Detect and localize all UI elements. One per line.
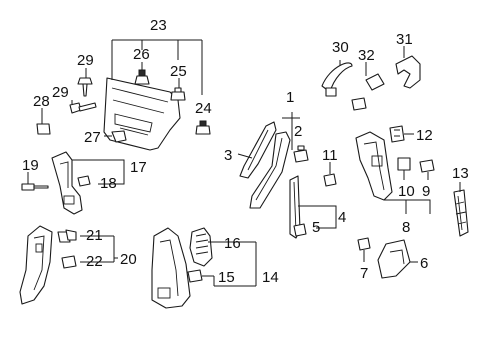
callout-1: 1 — [286, 89, 294, 106]
callout-24: 24 — [195, 100, 212, 117]
clip-29-upper — [77, 68, 93, 97]
callout-32: 32 — [358, 47, 375, 64]
clip-25 — [170, 78, 186, 101]
grip-cover-32 — [351, 62, 385, 111]
callout-10: 10 — [398, 183, 415, 200]
callout-7: 7 — [360, 265, 368, 282]
callout-29-upper: 29 — [77, 52, 94, 69]
screw-19 — [21, 172, 49, 191]
leader-23 — [111, 39, 203, 95]
pillar-trim-3 — [237, 121, 277, 179]
callout-14: 14 — [262, 269, 279, 286]
assist-grip-30 — [321, 60, 353, 97]
callout-22: 22 — [86, 253, 103, 270]
callout-29-lower: 29 — [52, 84, 69, 101]
clip-22 — [61, 255, 77, 269]
clip-2 — [293, 145, 309, 163]
clip-29-lower — [69, 100, 97, 114]
clip-18 — [77, 175, 91, 187]
callout-12: 12 — [416, 127, 433, 144]
callout-11: 11 — [322, 147, 338, 164]
callout-15: 15 — [218, 269, 235, 286]
clip-26 — [134, 62, 150, 85]
callout-6: 6 — [420, 255, 428, 272]
lower-trim-14 — [151, 227, 191, 309]
assist-grip-31 — [395, 46, 421, 89]
callout-21: 21 — [86, 227, 103, 244]
callout-3: 3 — [224, 147, 232, 164]
callout-5: 5 — [312, 219, 320, 236]
callout-8: 8 — [402, 219, 410, 236]
callout-27: 27 — [84, 129, 101, 146]
clip-24 — [195, 120, 211, 135]
callout-30: 30 — [332, 39, 349, 56]
clip-27 — [104, 130, 127, 143]
callout-23: 23 — [150, 17, 167, 34]
callout-9: 9 — [422, 183, 430, 200]
pillar-garnish-17 — [51, 151, 125, 215]
pillar-trim-8 — [355, 131, 431, 214]
clip-21 — [57, 229, 77, 243]
clip-15 — [187, 241, 257, 287]
clip-9 — [419, 159, 435, 180]
clip-5 — [293, 223, 307, 237]
lower-trim-20 — [19, 225, 118, 305]
callout-18: 18 — [100, 175, 117, 192]
clip-7 — [357, 237, 371, 262]
callout-26: 26 — [133, 46, 150, 63]
callout-16: 16 — [224, 235, 241, 252]
callout-13: 13 — [452, 165, 469, 182]
grille-16 — [189, 227, 222, 267]
clip-10 — [397, 157, 411, 180]
callout-2: 2 — [294, 123, 302, 140]
callout-25: 25 — [170, 63, 187, 80]
pillar-trim-1 — [249, 112, 300, 209]
callout-20: 20 — [120, 251, 137, 268]
callout-19: 19 — [22, 157, 39, 174]
clip-28 — [36, 108, 51, 135]
weatherstrip-13 — [453, 182, 469, 237]
callout-4: 4 — [338, 209, 346, 226]
trim-panel-6 — [377, 239, 418, 279]
clip-12 — [389, 125, 414, 143]
clip-11 — [323, 162, 337, 187]
callout-28: 28 — [33, 93, 50, 110]
callout-17: 17 — [130, 159, 147, 176]
callout-31: 31 — [396, 31, 413, 48]
